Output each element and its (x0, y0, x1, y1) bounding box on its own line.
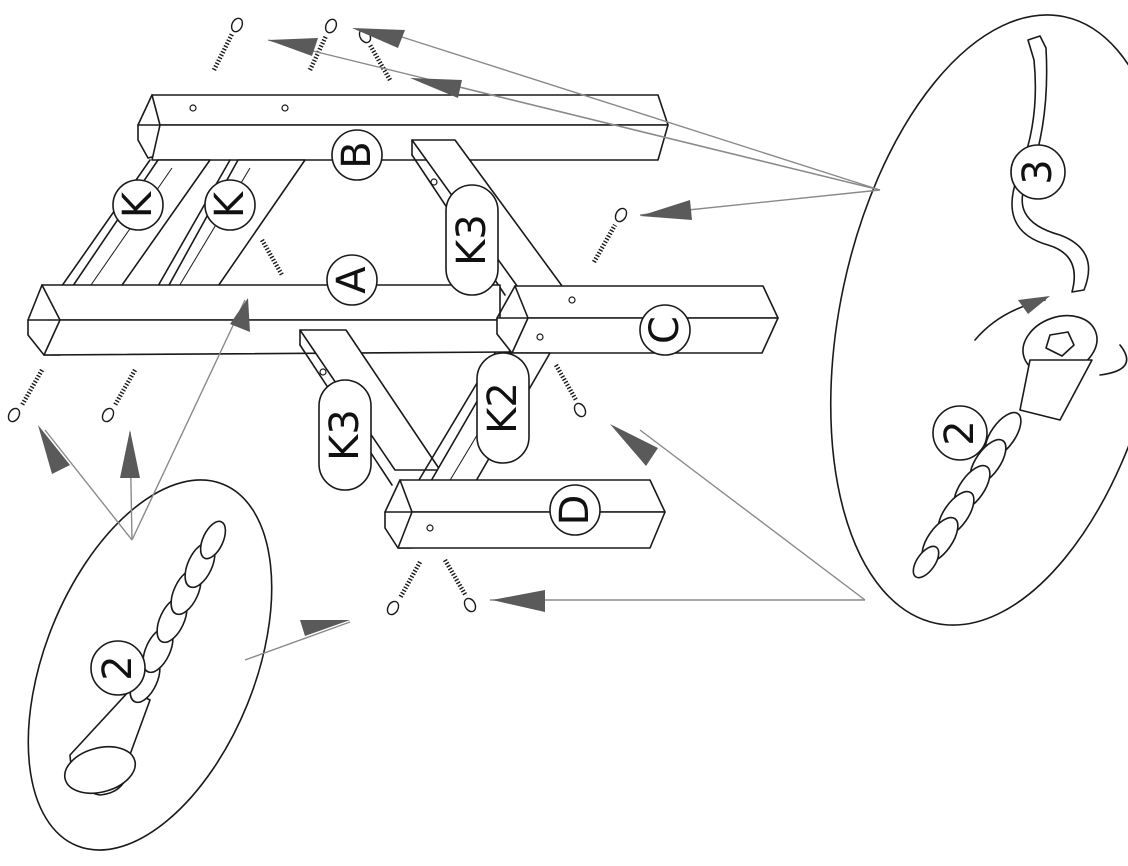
callout-2-right: 2 (932, 405, 988, 461)
label-a: A (326, 254, 378, 306)
label-c: C (639, 304, 691, 356)
screw-icon (307, 18, 338, 71)
svg-text:2: 2 (95, 655, 141, 680)
screw-icon (443, 558, 477, 613)
screw-icon (260, 238, 284, 277)
svg-text:K2: K2 (480, 382, 526, 434)
svg-text:K3: K3 (449, 214, 495, 266)
label-k2: K2 (476, 352, 530, 464)
beam-c (496, 285, 779, 354)
svg-text:C: C (642, 316, 688, 344)
svg-text:K: K (207, 190, 253, 218)
label-k-right: K (204, 179, 256, 231)
screw-icon (554, 363, 587, 418)
beam-d (384, 479, 666, 549)
label-b: B (331, 129, 383, 181)
detail-right-hardware: 3 2 (829, 14, 1128, 626)
detail-left-screw: 2 (27, 479, 273, 851)
svg-text:K3: K3 (322, 409, 368, 461)
screw-icon (101, 368, 137, 423)
svg-text:2: 2 (937, 420, 983, 445)
label-d: D (549, 484, 601, 536)
beam-b (137, 94, 669, 161)
screw-icon (211, 17, 244, 72)
svg-text:A: A (329, 266, 375, 294)
callout-2-left: 2 (90, 640, 146, 696)
beam-a (27, 284, 511, 356)
svg-text:K: K (115, 190, 161, 218)
screw-icon (386, 560, 422, 616)
label-k3-upper: K3 (445, 184, 499, 296)
arrow-heads (38, 28, 692, 636)
label-k3-lower: K3 (318, 379, 372, 491)
svg-text:3: 3 (1015, 159, 1061, 184)
screw-icon (592, 207, 628, 264)
screw-icon (912, 314, 1098, 579)
rotation-arrow-icon (974, 296, 1128, 376)
svg-text:D: D (552, 495, 598, 526)
hex-key-icon: 3 (1010, 35, 1090, 293)
label-k-left: K (112, 179, 164, 231)
screw-icon (7, 368, 44, 423)
svg-text:B: B (334, 141, 380, 168)
